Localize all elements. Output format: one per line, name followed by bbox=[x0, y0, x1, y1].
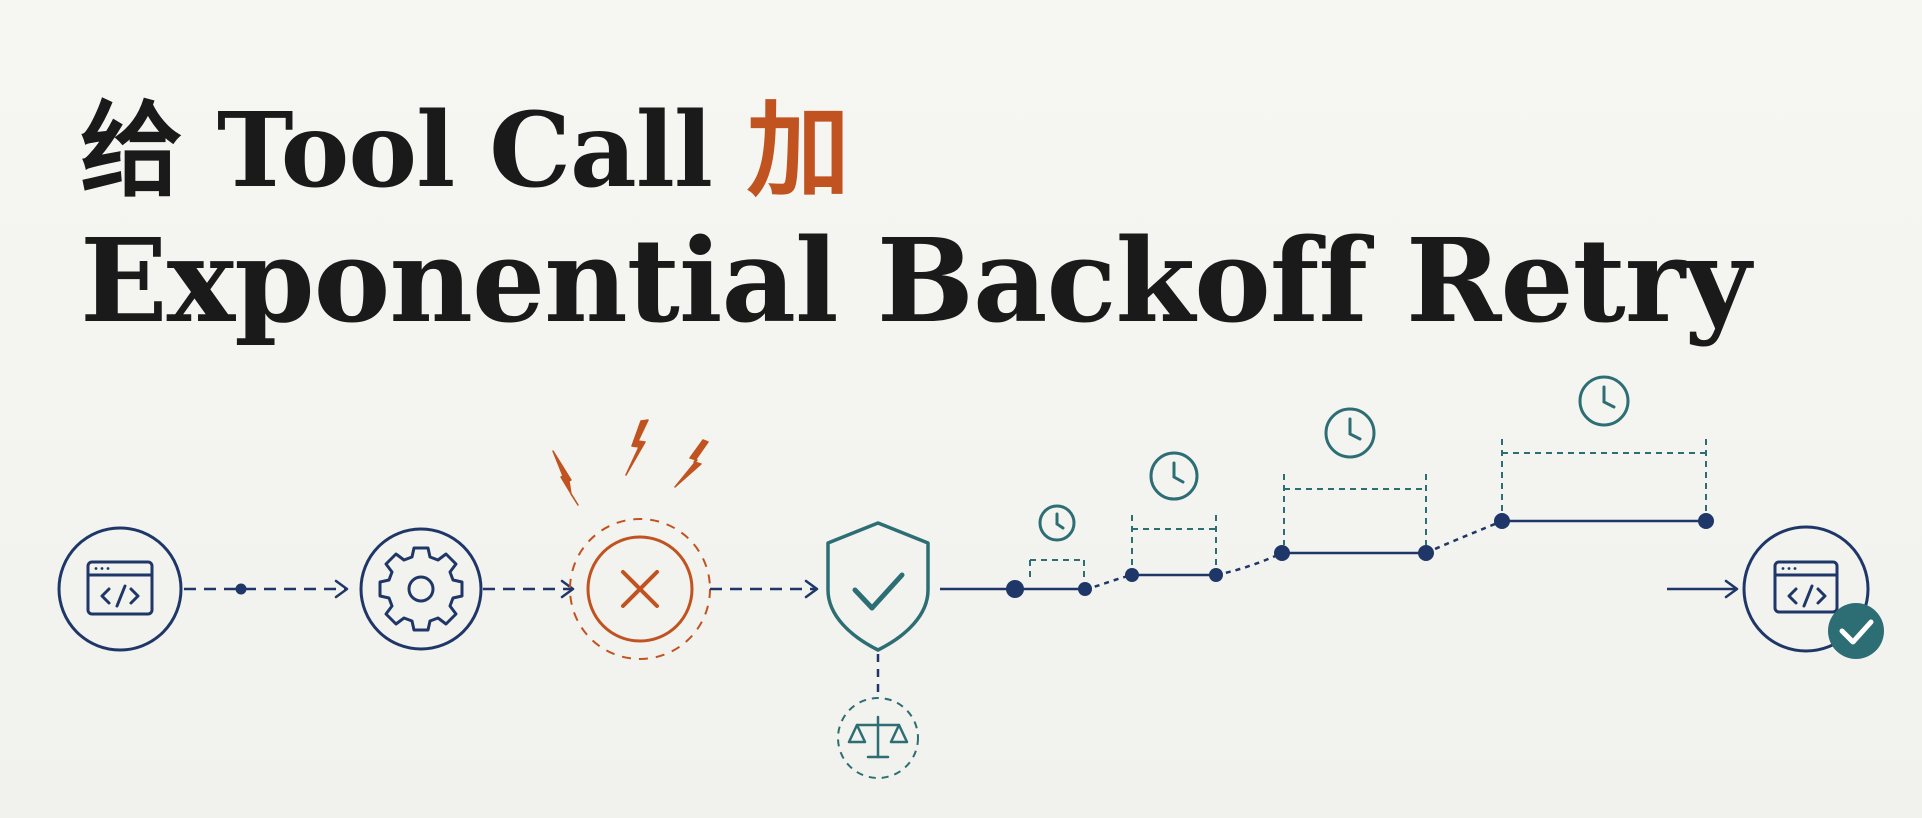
processing-node bbox=[359, 527, 483, 651]
shield-check-icon bbox=[826, 521, 930, 652]
code-window-icon bbox=[1773, 560, 1839, 614]
connector-3 bbox=[710, 579, 819, 599]
success-node bbox=[1742, 525, 1884, 659]
retry-policy-node bbox=[826, 521, 930, 779]
code-window-icon bbox=[86, 560, 154, 616]
delay-brackets bbox=[1029, 439, 1707, 582]
timeline-points bbox=[1006, 513, 1714, 598]
clock-icon bbox=[1038, 375, 1630, 542]
error-x-icon bbox=[621, 570, 659, 608]
success-check-icon bbox=[1828, 603, 1884, 659]
title-accent-char: 加 bbox=[746, 90, 850, 211]
title-line-1: 给 Tool Call 加 bbox=[80, 88, 1750, 214]
final-connector bbox=[1667, 579, 1739, 599]
page-title: 给 Tool Call 加 Exponential Backoff Retry bbox=[80, 88, 1751, 350]
connector-2 bbox=[483, 579, 575, 599]
lightning-icon bbox=[552, 419, 709, 506]
scales-icon bbox=[847, 715, 909, 759]
title-line-2: Exponential Backoff Retry bbox=[80, 214, 1751, 349]
title-line-1-text: 给 Tool Call bbox=[80, 90, 747, 211]
backoff-timeline bbox=[940, 519, 1706, 591]
start-node bbox=[57, 526, 183, 652]
connector-1 bbox=[184, 579, 349, 599]
failure-node bbox=[569, 518, 711, 660]
gear-icon bbox=[378, 546, 464, 632]
